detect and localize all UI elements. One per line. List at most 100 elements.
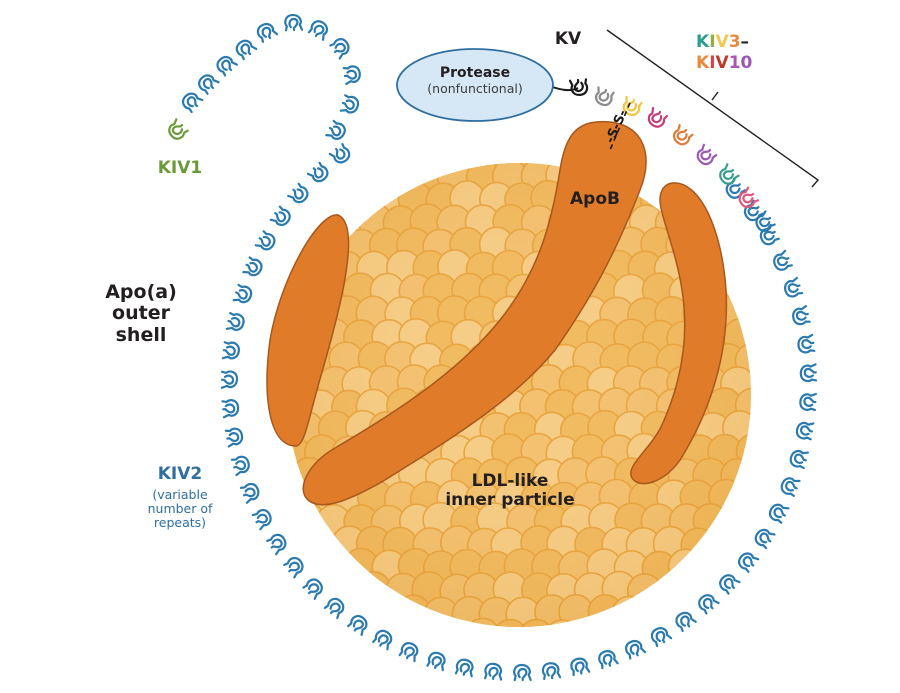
kiv10-kringle bbox=[595, 86, 615, 107]
apoa-label-line3: shell bbox=[115, 323, 167, 346]
kiv3-label-char-3: 3 bbox=[728, 32, 741, 52]
kv-label: KV bbox=[554, 29, 582, 49]
kiv2-kringle bbox=[789, 449, 809, 470]
kiv2-kringle bbox=[347, 614, 368, 637]
apoa-kringle-chain bbox=[168, 13, 818, 682]
kiv2-kringle bbox=[342, 65, 361, 86]
kiv2-sub-line2: number of bbox=[147, 501, 213, 516]
apoa-outer-shell-label: Apo(a) outer shell bbox=[86, 281, 196, 346]
kiv2-kringle bbox=[284, 13, 304, 32]
kiv3-label-char-4: – bbox=[740, 32, 750, 52]
kiv2-kringle bbox=[650, 627, 673, 648]
kiv2-kringle bbox=[323, 597, 345, 620]
kiv2-kringle bbox=[768, 503, 790, 524]
kiv2-kringle bbox=[513, 663, 532, 682]
kv-kringle bbox=[568, 78, 589, 96]
kiv2-kringle bbox=[325, 119, 346, 140]
kiv5-kringle bbox=[719, 163, 740, 185]
kiv2-sub-line1: (variable bbox=[152, 487, 208, 502]
ldl-label-line1: LDL-like bbox=[471, 471, 549, 491]
kiv2-kringle bbox=[784, 276, 804, 298]
kiv2-kringle bbox=[541, 662, 562, 681]
kiv10-label-char-4: 0 bbox=[740, 53, 753, 73]
protease-label: Protease (nonfunctional) bbox=[395, 65, 555, 96]
kiv2-kringle bbox=[198, 74, 220, 95]
kiv10-label-char-0: K bbox=[696, 53, 710, 73]
kiv2-kringle bbox=[230, 455, 250, 477]
apob-left-band bbox=[266, 214, 350, 447]
lipid-sphere bbox=[544, 619, 581, 627]
kiv2-kringle bbox=[454, 658, 474, 678]
kiv2-kringle bbox=[306, 161, 329, 183]
kiv2-kringle bbox=[795, 421, 815, 441]
kiv10-label-char-2: V bbox=[715, 53, 729, 73]
kiv2-kringle bbox=[232, 283, 253, 304]
kiv2-kringle bbox=[256, 22, 279, 43]
kiv2-kringle bbox=[225, 312, 245, 331]
kiv2-kringle bbox=[254, 230, 276, 251]
kiv2-kringle bbox=[220, 370, 239, 389]
kiv2-kringle bbox=[224, 427, 244, 448]
ldl-particle-label: LDL-like inner particle bbox=[420, 471, 600, 511]
kiv2-kringle bbox=[792, 305, 811, 326]
kiv2-kringle bbox=[426, 651, 446, 672]
kiv2-kringle bbox=[675, 611, 697, 633]
kiv3-kiv10-bracket bbox=[606, 29, 820, 188]
kiv2-kringle bbox=[269, 205, 291, 227]
kiv2-kringle bbox=[266, 533, 287, 556]
kiv2-kringle bbox=[216, 55, 238, 77]
kiv2-kringle bbox=[484, 662, 503, 681]
kiv2-kringle bbox=[235, 39, 258, 61]
kiv2-kringle bbox=[570, 657, 591, 677]
kiv2-kringle bbox=[328, 142, 351, 164]
kiv10-label-char-1: I bbox=[709, 53, 716, 73]
kiv3-label-char-0: K bbox=[696, 32, 710, 52]
kiv3-label-char-2: V bbox=[715, 32, 729, 52]
kiv2-kringle bbox=[398, 642, 419, 663]
apob-main-band bbox=[302, 120, 647, 506]
kiv2-kringle bbox=[221, 341, 240, 360]
kiv7-kringle bbox=[672, 124, 694, 146]
kiv2-kringle bbox=[625, 639, 647, 660]
protease-title: Protease bbox=[439, 65, 511, 81]
kiv2-kringle bbox=[372, 629, 393, 651]
kiv2-kringle bbox=[738, 552, 760, 573]
kiv2-kringle bbox=[598, 650, 619, 670]
kiv2-kringle bbox=[287, 182, 309, 204]
kiv2-kringle bbox=[239, 482, 260, 504]
kiv10-label-char-3: 1 bbox=[728, 53, 741, 73]
kiv3-label: KIV3– bbox=[696, 32, 766, 52]
kiv8-kringle bbox=[647, 106, 669, 128]
kiv2-kringle bbox=[339, 94, 360, 114]
kiv2-sub-line3: repeats) bbox=[153, 515, 207, 530]
kiv2-kringle bbox=[799, 363, 818, 383]
kiv2-kringle bbox=[221, 399, 240, 419]
kiv2-kringle bbox=[302, 578, 323, 600]
kiv6-kringle bbox=[696, 143, 718, 166]
kiv3-label-char-1: I bbox=[709, 32, 716, 52]
apob-right-band bbox=[630, 182, 728, 485]
kiv2-kringle bbox=[698, 594, 720, 615]
apob-protein bbox=[266, 120, 728, 506]
kiv3-kringle bbox=[755, 210, 776, 232]
kiv2-kringle bbox=[719, 574, 741, 595]
kiv2-label: KIV2 bbox=[157, 464, 203, 484]
kiv2-sublabel: (variable number of repeats) bbox=[130, 488, 230, 530]
kiv2-kringle bbox=[799, 392, 818, 412]
apoa-label-line2: outer bbox=[112, 302, 170, 325]
ldl-label-line2: inner particle bbox=[445, 490, 575, 511]
kiv2-kringle bbox=[283, 556, 304, 579]
apob-label: ApoB bbox=[570, 189, 620, 209]
kiv2-kringle bbox=[251, 509, 272, 531]
kiv2-kringle bbox=[780, 477, 801, 497]
kiv2-kringle bbox=[329, 38, 350, 60]
kiv1-kringle bbox=[168, 118, 189, 140]
apoa-label-line1: Apo(a) bbox=[105, 281, 177, 303]
protease-subtitle: (nonfunctional) bbox=[427, 80, 523, 96]
kiv2-kringle bbox=[797, 333, 816, 354]
kiv2-kringle bbox=[307, 20, 329, 41]
kiv2-kringle bbox=[242, 256, 263, 277]
kiv2-kringle bbox=[754, 528, 776, 550]
protease-domain bbox=[396, 48, 579, 122]
kiv2-kringle bbox=[773, 249, 793, 271]
